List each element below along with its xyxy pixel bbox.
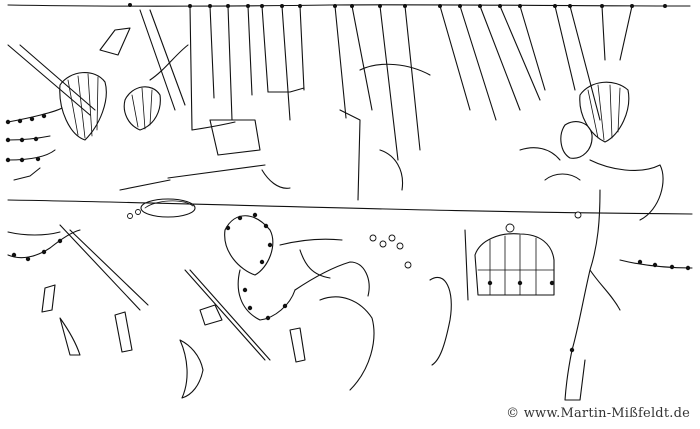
chain-beads: [5, 3, 691, 353]
right-figure: [519, 121, 664, 401]
disk-hat: [140, 198, 196, 218]
left-chains: [7, 107, 63, 181]
foreground-shapes: [41, 277, 452, 399]
top-drapery: [7, 5, 633, 161]
left-fan-ornaments: [59, 27, 189, 141]
pebbles: [127, 209, 582, 269]
central-figures: [209, 63, 431, 321]
right-fan-ornament: [579, 81, 630, 143]
crossing-sticks: [59, 164, 271, 361]
copyright-watermark: © www.Martin-Mißfeldt.de: [506, 406, 690, 421]
top-chain: [7, 4, 691, 7]
basket-object: [464, 229, 555, 301]
middle-garland: [7, 199, 693, 269]
